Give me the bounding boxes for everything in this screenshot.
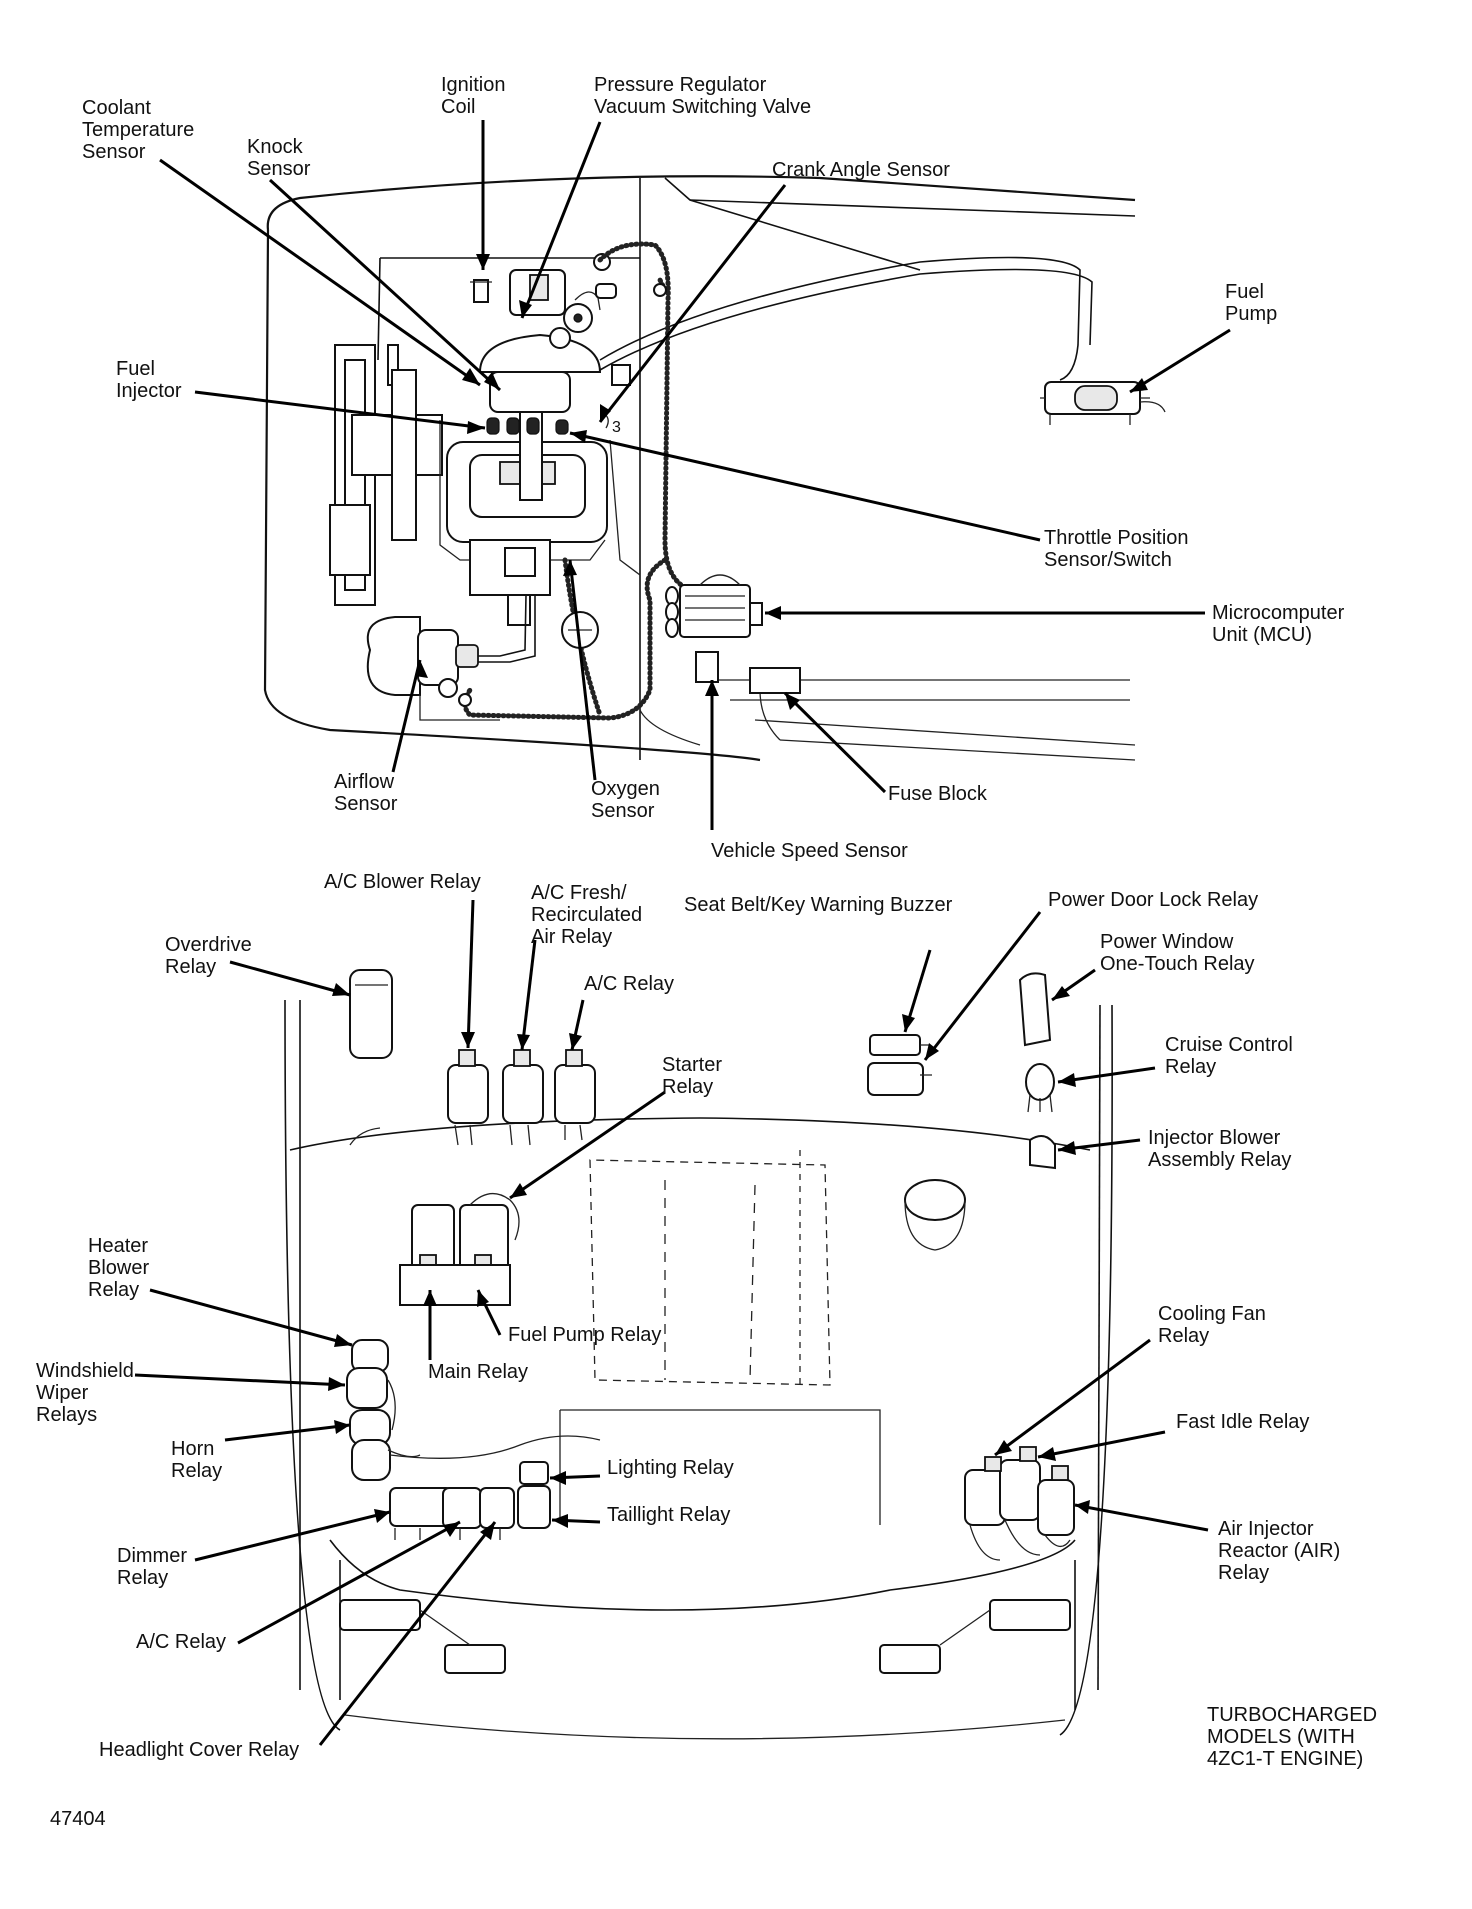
leader-air-injector-reactor-relay [1074, 1503, 1209, 1532]
leader-fuse-block [783, 691, 887, 794]
label-vehicle-speed-sensor: Vehicle Speed Sensor [711, 840, 908, 862]
leader-oxygen-sensor [568, 559, 597, 781]
label-pressure-regulator-vsv: Pressure Regulator Vacuum Switching Valv… [594, 74, 811, 118]
label-ac-relay-bottom: A/C Relay [136, 1631, 226, 1653]
label-headlight-cover-relay: Headlight Cover Relay [99, 1739, 299, 1761]
relay-labels: A/C Blower Relay A/C Fresh/ Recirculated… [36, 871, 1346, 1761]
label-cooling-fan-relay: Cooling Fan Relay [1158, 1303, 1271, 1347]
label-power-window-relay: Power Window One-Touch Relay [1100, 931, 1255, 975]
leader-knock-sensor [268, 178, 502, 392]
label-knock-sensor: Knock Sensor [247, 136, 311, 180]
leader-fuel-injector [194, 390, 486, 430]
leader-overdrive-relay [229, 960, 351, 997]
turbocharged-note: TURBOCHARGED MODELS (WITH 4ZC1-T ENGINE) [1207, 1704, 1383, 1770]
leader-ac-fresh-recirc-relay [520, 939, 537, 1051]
label-fast-idle-relay: Fast Idle Relay [1176, 1411, 1309, 1433]
leader-ac-blower-relay [466, 899, 475, 1049]
label-coolant-temperature-sensor: Coolant Temperature Sensor [82, 97, 200, 163]
leader-windshield-wiper-relays [134, 1373, 346, 1387]
leader-pressure-regulator-vsv [520, 121, 602, 319]
label-fuel-pump: Fuel Pump [1225, 281, 1277, 325]
label-fuel-pump-relay: Fuel Pump Relay [508, 1324, 661, 1346]
svg-text:3: 3 [612, 419, 621, 436]
leader-dimmer-relay [194, 1510, 391, 1562]
label-main-relay: Main Relay [428, 1361, 528, 1383]
leader-airflow-sensor [391, 659, 422, 773]
label-oxygen-sensor: Oxygen Sensor [591, 778, 666, 822]
label-dimmer-relay: Dimmer Relay [117, 1545, 193, 1589]
label-lighting-relay: Lighting Relay [607, 1457, 734, 1479]
leader-starter-relay [509, 1090, 666, 1200]
label-starter-relay: Starter Relay [662, 1054, 728, 1098]
leader-cooling-fan-relay [994, 1338, 1151, 1457]
label-crank-angle-sensor: Crank Angle Sensor [772, 159, 950, 181]
engine-labels: Coolant Temperature Sensor Knock Sensor … [82, 74, 1350, 862]
leader-fast-idle-relay [1037, 1430, 1166, 1459]
leader-power-door-lock-relay [923, 911, 1042, 1061]
vehicle-front-drawing [284, 969, 1113, 1740]
label-ignition-coil: Ignition Coil [441, 74, 511, 118]
leader-heater-blower-relay [149, 1288, 353, 1347]
label-overdrive-relay: Overdrive Relay [165, 934, 257, 978]
label-injector-blower-relay: Injector Blower Assembly Relay [1148, 1127, 1291, 1171]
arrowheads [328, 254, 1148, 1540]
leader-ac-relay-bottom [237, 1520, 461, 1645]
leader-lines [134, 120, 1231, 1746]
leader-fuel-pump [1129, 328, 1231, 394]
label-fuel-injector: Fuel Injector [116, 358, 182, 402]
figure-number: 47404 [50, 1808, 106, 1830]
leader-coolant-temperature-sensor [159, 158, 481, 387]
label-cruise-control-relay: Cruise Control Relay [1165, 1034, 1298, 1078]
label-microcomputer-unit: Microcomputer Unit (MCU) [1212, 602, 1350, 646]
label-airflow-sensor: Airflow Sensor [334, 771, 400, 815]
label-power-door-lock-relay: Power Door Lock Relay [1048, 889, 1258, 911]
engine-compartment-drawing: 3 [263, 175, 1166, 762]
label-horn-relay: Horn Relay [171, 1438, 222, 1482]
leader-throttle-position-sensor [569, 431, 1041, 542]
label-taillight-relay: Taillight Relay [607, 1504, 730, 1526]
label-windshield-wiper-relays: Windshield Wiper Relays [36, 1360, 139, 1426]
leader-horn-relay [224, 1423, 351, 1442]
label-throttle-position-sensor: Throttle Position Sensor/Switch [1044, 527, 1194, 571]
label-ac-fresh-recirc-relay: A/C Fresh/ Recirculated Air Relay [531, 882, 648, 948]
label-ac-blower-relay: A/C Blower Relay [324, 871, 481, 893]
label-seat-belt-buzzer: Seat Belt/Key Warning Buzzer [684, 894, 953, 916]
leader-headlight-cover-relay [318, 1521, 497, 1746]
label-fuse-block: Fuse Block [888, 783, 988, 805]
leader-crank-angle-sensor [598, 184, 787, 423]
label-ac-relay-top: A/C Relay [584, 973, 674, 995]
label-air-injector-reactor-relay: Air Injector Reactor (AIR) Relay [1218, 1518, 1346, 1584]
label-heater-blower-relay: Heater Blower Relay [88, 1235, 155, 1301]
